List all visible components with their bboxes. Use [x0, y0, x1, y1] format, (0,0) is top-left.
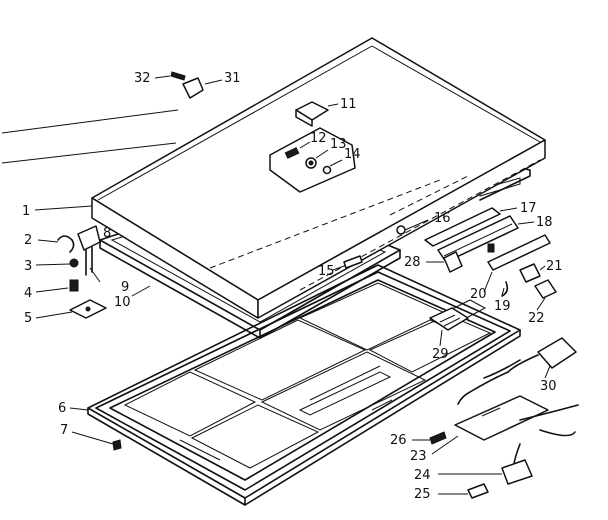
part-28-latch: [443, 251, 463, 273]
part-30-thermostat: [537, 337, 577, 369]
part-17-handle: [424, 207, 501, 247]
part-24-socket: [501, 459, 533, 485]
thermostat-wire: [483, 359, 521, 379]
label-20: 20: [470, 287, 487, 302]
hidden-line: [209, 179, 441, 269]
label-15: 15: [318, 264, 335, 279]
leader-9: [89, 267, 101, 283]
leader-10: [131, 285, 151, 297]
leader-18: [517, 221, 535, 225]
label-24: 24: [414, 468, 431, 483]
label-4: 4: [24, 286, 32, 301]
leader-15: [332, 265, 345, 271]
part-25-bulb: [467, 483, 489, 499]
part-31-bracket: [182, 77, 204, 99]
leader-17: [499, 207, 518, 212]
part-2-spring: [57, 235, 75, 253]
part-4-bolt: [69, 279, 79, 292]
label-30: 30: [540, 379, 557, 394]
leader-14: [329, 159, 343, 167]
label-12: 12: [310, 131, 327, 146]
hidden-line: [299, 159, 541, 291]
wiring: [519, 404, 579, 437]
label-2: 2: [24, 233, 32, 248]
leader-12: [299, 141, 311, 149]
plate-hole: [85, 306, 91, 312]
bracket-detail: [439, 314, 461, 327]
label-29: 29: [432, 347, 449, 362]
label-1: 1: [22, 204, 30, 219]
label-3: 3: [24, 259, 32, 274]
stray-line: [1, 142, 177, 164]
leader-4: [35, 287, 69, 293]
label-21: 21: [546, 259, 563, 274]
leader-29: [439, 329, 443, 347]
label-22: 22: [528, 311, 545, 326]
leader-16: [404, 219, 429, 231]
leader-13: [315, 149, 329, 159]
label-26: 26: [390, 433, 407, 448]
leader-6: [69, 407, 89, 411]
leader-21: [539, 265, 546, 271]
part-32-screw: [170, 71, 186, 81]
leader-22: [536, 297, 546, 311]
corner-bracket-part-29: [429, 307, 469, 331]
leader-2: [37, 239, 59, 243]
leader-20: [483, 271, 493, 293]
label-9: 9: [121, 280, 129, 295]
label-14: 14: [344, 147, 361, 162]
thermostat-wire: [457, 354, 539, 405]
label-16: 16: [434, 211, 451, 226]
part-13-nut-hole: [308, 160, 314, 166]
cover-slot: [481, 407, 501, 417]
leader-1: [34, 205, 93, 211]
leader-30: [544, 365, 551, 379]
part-26-screw: [429, 431, 447, 445]
cabinet-top-frame: [87, 264, 521, 506]
part-21-lock: [519, 263, 541, 283]
label-17: 17: [520, 201, 537, 216]
label-19: 19: [494, 299, 511, 314]
leader-19: [501, 287, 505, 297]
handle-pin: [487, 243, 495, 253]
label-25: 25: [414, 487, 431, 502]
label-5: 5: [24, 311, 32, 326]
leader-31: [204, 79, 223, 85]
leader-5: [35, 311, 73, 319]
label-32: 32: [134, 71, 151, 86]
stray-line: [1, 109, 179, 134]
part-12-screw: [284, 147, 300, 159]
label-28: 28: [404, 255, 421, 270]
label-7: 7: [60, 423, 68, 438]
part-8-hinge: [77, 225, 101, 251]
part-19-key: [501, 281, 509, 297]
leader-7: [71, 431, 114, 445]
part-22-cylinder: [534, 279, 557, 299]
hinge-arm: [85, 246, 93, 276]
part-23-light-cover: [454, 395, 549, 441]
hidden-line: [389, 174, 471, 216]
leader-11: [327, 103, 339, 107]
label-23: 23: [410, 449, 427, 464]
leader-32: [154, 75, 171, 79]
part-3-nut: [69, 258, 79, 268]
leader-23: [431, 435, 459, 455]
handle-detail: [443, 223, 513, 257]
part-20-strip: [487, 234, 551, 271]
label-11: 11: [340, 97, 357, 112]
leader-3: [35, 263, 71, 266]
label-8: 8: [103, 226, 111, 241]
part-7-screw: [112, 439, 122, 451]
part-14-washer: [322, 165, 332, 175]
label-18: 18: [536, 215, 553, 230]
label-6: 6: [58, 401, 66, 416]
part-15-clip: [343, 255, 363, 269]
part-11-clip-side: [295, 109, 313, 127]
label-31: 31: [224, 71, 241, 86]
label-13: 13: [330, 137, 347, 152]
label-10: 10: [114, 295, 131, 310]
